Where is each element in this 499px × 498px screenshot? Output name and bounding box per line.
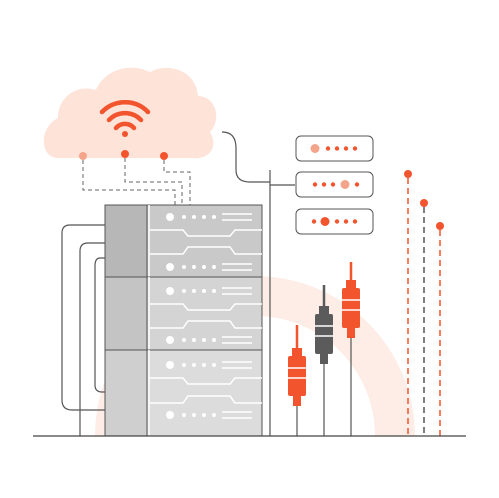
server-rack-icon bbox=[104, 204, 263, 437]
status-panel-1 bbox=[295, 135, 374, 162]
server-unit-2 bbox=[104, 276, 263, 351]
cloud-connectors bbox=[82, 158, 191, 205]
probe-line-1 bbox=[404, 170, 412, 436]
server-unit-1 bbox=[104, 204, 263, 278]
probe-line-3 bbox=[436, 222, 444, 436]
status-panel-2 bbox=[295, 171, 374, 198]
server-unit-3 bbox=[104, 349, 263, 437]
rack-bracket bbox=[221, 131, 295, 436]
side-cables bbox=[61, 224, 105, 436]
plug-2 bbox=[315, 285, 333, 436]
probe-line-2 bbox=[420, 199, 428, 436]
cloud-node-2 bbox=[121, 150, 129, 158]
status-panel-3 bbox=[295, 208, 374, 235]
wifi-icon bbox=[99, 100, 151, 131]
cable-plug-icon bbox=[288, 262, 360, 436]
cloud-node-1 bbox=[79, 152, 87, 160]
cloud-node-3 bbox=[160, 152, 168, 160]
plug-1 bbox=[288, 325, 306, 436]
wifi-dot-icon bbox=[122, 131, 128, 137]
plug-3 bbox=[342, 262, 360, 436]
